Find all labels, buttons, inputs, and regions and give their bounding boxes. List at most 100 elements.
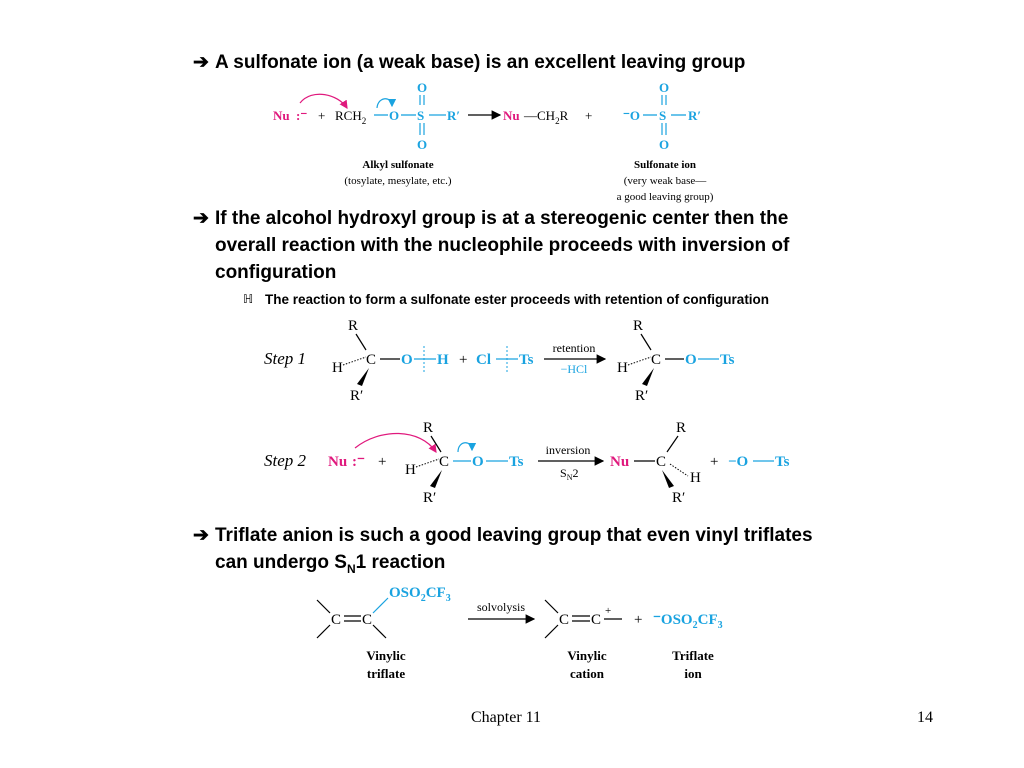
- plus-sign: +: [378, 454, 386, 470]
- triflate-group: OSO2CF3: [389, 585, 451, 604]
- bullet-line: overall reaction with the nucleophile pr…: [215, 235, 790, 256]
- rch2: RCH2: [335, 108, 366, 126]
- cation-c1: C: [559, 612, 569, 628]
- product-nu: Nu: [503, 108, 520, 123]
- arrow-bullet-icon: ➔: [193, 525, 209, 546]
- arrow-bullet-icon: ➔: [193, 208, 209, 229]
- sub-bullet-icon: ℍ: [243, 292, 254, 306]
- p-nu: Nu: [610, 454, 629, 470]
- lone-pair: :⁻: [352, 454, 365, 470]
- s-atom: S: [417, 108, 424, 123]
- p-r-group: R: [676, 420, 686, 436]
- subscript-n: N: [346, 561, 356, 576]
- curved-arrow-nu: [299, 93, 348, 110]
- anion-o: ⁻O: [623, 108, 640, 123]
- cation-charge: +: [605, 605, 611, 617]
- bullet-text: If the alcohol hydroxyl group is at a st…: [215, 205, 935, 286]
- arrow-label-retention: retention: [553, 341, 596, 355]
- product-chain: —CH2R: [523, 108, 569, 126]
- footer-page-number: 14: [917, 709, 933, 726]
- step2-label: Step 2: [264, 451, 307, 470]
- curved-arrow-backside: [354, 432, 437, 453]
- label-vinylic-cation-2: cation: [570, 666, 605, 681]
- curved-arrow-lg: [457, 442, 477, 453]
- bullet-line: configuration: [215, 262, 337, 283]
- p-c-atom: C: [651, 352, 661, 368]
- cl-atom: Cl: [476, 352, 491, 368]
- label-vinylic-cation: Vinylic: [567, 648, 606, 663]
- ts-group: Ts: [519, 352, 534, 368]
- p-h-atom: H: [690, 470, 701, 486]
- o-atom-top: O: [659, 80, 669, 95]
- c-atom: C: [366, 352, 376, 368]
- sub-bullet-text: The reaction to form a sulfonate ester p…: [265, 292, 770, 307]
- anion-ts: Ts: [775, 454, 790, 470]
- bullet-line: If the alcohol hydroxyl group is at a st…: [215, 208, 789, 229]
- label-triflate-ion-2: ion: [684, 666, 702, 681]
- p-ts-group: Ts: [720, 352, 735, 368]
- arrow-bullet-icon: ➔: [193, 52, 209, 73]
- r-group: R: [423, 420, 433, 436]
- label-sulfonate-ion-sub: (very weak base—: [624, 175, 707, 187]
- label-sulfonate-ion: Sulfonate ion: [634, 159, 696, 171]
- p-r-prime: R′: [672, 490, 685, 506]
- label-alkyl-sulfonate-sub: (tosylate, mesylate, etc.): [344, 175, 452, 187]
- step1-label: Step 1: [264, 349, 306, 368]
- footer-chapter: Chapter 11: [471, 709, 542, 726]
- bullet-line: Triflate anion is such a good leaving gr…: [215, 525, 813, 546]
- s-atom: S: [659, 108, 666, 123]
- ts-group: Ts: [509, 454, 524, 470]
- r-group: R: [348, 318, 358, 334]
- p-h-atom: H: [617, 360, 628, 376]
- label-vinylic-triflate: Vinylic: [366, 648, 405, 663]
- plus-sign: +: [634, 612, 642, 628]
- anion-o: −O: [728, 454, 748, 470]
- o-atom-bottom: O: [417, 137, 427, 152]
- c-atom: C: [439, 454, 449, 470]
- o-atom-bottom: O: [659, 137, 669, 152]
- p-r-group: R: [633, 318, 643, 334]
- p-o-atom: O: [685, 352, 697, 368]
- arrow-label-sn2: SN2: [560, 466, 578, 482]
- label-triflate-ion: Triflate: [672, 648, 714, 663]
- plus-sign: +: [318, 108, 325, 123]
- o-atom-top: O: [417, 80, 427, 95]
- r-prime: R′: [423, 490, 436, 506]
- triflate-anion: ⁻OSO2CF3: [653, 612, 723, 631]
- r-prime: R′: [350, 388, 363, 404]
- h-atom-oh: H: [437, 352, 449, 368]
- o-atom: O: [472, 454, 484, 470]
- step2-scheme: Step 2 Nu :⁻ + R H C R′ O Ts inversion S…: [264, 420, 790, 506]
- bullet-text: Triflate anion is such a good leaving gr…: [215, 522, 935, 583]
- r-prime: R′: [688, 108, 701, 123]
- o-atom: O: [389, 108, 399, 123]
- r-prime: R′: [447, 108, 460, 123]
- nu-label: Nu: [273, 108, 290, 123]
- curved-arrow-lg: [376, 98, 397, 109]
- label-alkyl-sulfonate: Alkyl sulfonate: [362, 159, 433, 171]
- bullet-line: 1 reaction: [355, 552, 446, 573]
- plus-sign: +: [585, 108, 592, 123]
- o-atom: O: [401, 352, 413, 368]
- cation-c2: C: [591, 612, 601, 628]
- lone-pair: :⁻: [296, 108, 307, 123]
- plus-sign: +: [459, 352, 467, 368]
- arrow-label-hcl: −HCl: [561, 362, 588, 376]
- label-sulfonate-ion-sub2: a good leaving group): [617, 191, 714, 203]
- h-atom: H: [332, 360, 343, 376]
- wedge-bond: [357, 368, 369, 386]
- plus-sign: +: [710, 454, 718, 470]
- bullet-text: A sulfonate ion (a weak base) is an exce…: [215, 52, 746, 73]
- arrow-label-solvolysis: solvolysis: [477, 600, 525, 614]
- triflate-scheme: C C OSO2CF3 solvolysis C C + + ⁻OSO2CF3 …: [316, 585, 723, 681]
- nu-label: Nu: [328, 454, 347, 470]
- bullet-line: can undergo S: [215, 552, 347, 573]
- c2-atom: C: [362, 612, 372, 628]
- p-c-atom: C: [656, 454, 666, 470]
- c1-atom: C: [331, 612, 341, 628]
- step1-scheme: Step 1 R H C R′ O H + Cl Ts retention −H…: [264, 318, 735, 404]
- p-r-prime: R′: [635, 388, 648, 404]
- label-vinylic-triflate-2: triflate: [367, 666, 405, 681]
- sulfonate-scheme: Nu :⁻ + RCH2 O S O O R′ Nu —CH2R + ⁻O S …: [273, 80, 714, 203]
